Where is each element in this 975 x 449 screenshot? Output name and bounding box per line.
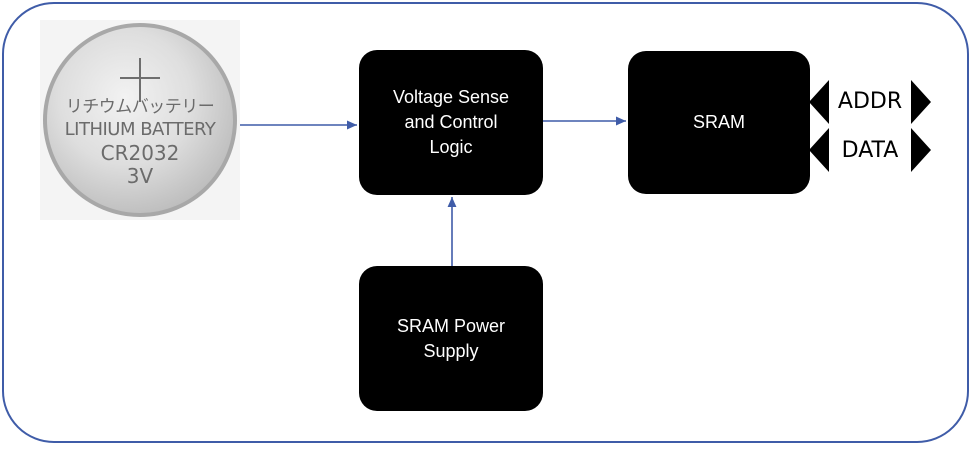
- battery-face: [47, 27, 233, 213]
- sram-block: SRAM: [628, 51, 810, 194]
- sram-power-supply-label: SRAM Power Supply: [396, 315, 506, 361]
- battery-text-japanese: リチウムバッテリー: [65, 97, 215, 117]
- voltage-sense-control-block: Voltage Sense and Control Logic: [359, 50, 543, 195]
- battery-text-type: LITHIUM BATTERY: [64, 119, 216, 140]
- sram-power-supply-block: SRAM Power Supply: [359, 266, 543, 411]
- data-bus-label: DATA: [841, 138, 899, 163]
- battery-text-voltage: 3V: [126, 164, 154, 188]
- voltage-sense-control-label: Voltage Sense and Control Logic: [392, 87, 510, 157]
- coin-cell-battery-icon: [43, 23, 237, 217]
- addr-bus-label: ADDR: [837, 89, 903, 114]
- battery-text-model: CR2032: [100, 141, 180, 165]
- plus-sign-icon: [120, 58, 160, 102]
- sram-label: SRAM: [692, 112, 745, 132]
